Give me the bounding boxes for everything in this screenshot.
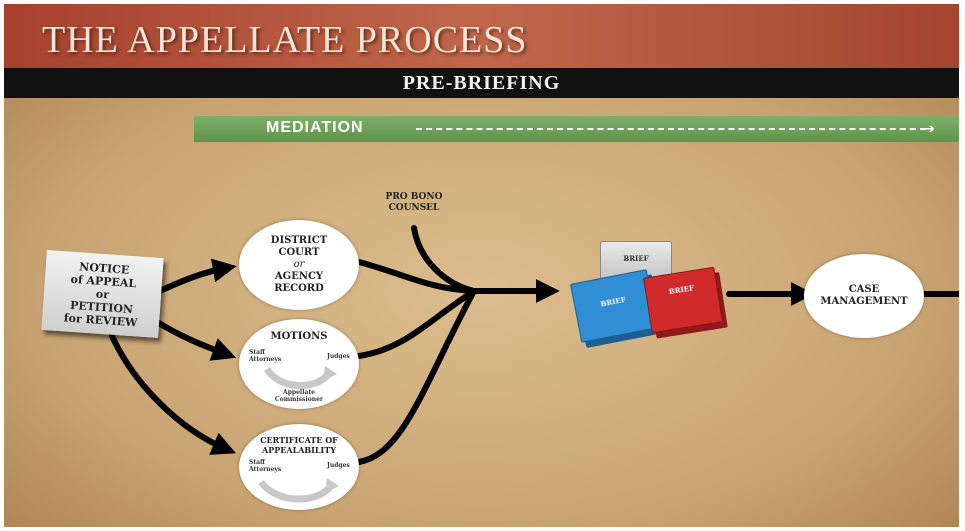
mediation-dashed-line	[416, 128, 926, 130]
certificate-staff-label: Staff Attorneys	[249, 459, 282, 473]
certificate-node: CERTIFICATE OF APPEALABILITY Staff Attor…	[239, 424, 359, 510]
district-line: or	[293, 259, 305, 270]
cycle-arrow-icon	[258, 478, 339, 503]
case-line: CASE	[848, 284, 880, 295]
stage-label: PRE-BRIEFING	[402, 72, 561, 94]
case-line: MANAGEMENT	[820, 296, 908, 307]
brief-label: BRIEF	[668, 283, 695, 297]
stage-band: PRE-BRIEFING	[4, 68, 959, 98]
page-title: THE APPELLATE PROCESS	[42, 19, 528, 61]
certificate-line: APPEALABILITY	[262, 445, 336, 455]
pro-bono-line: PRO BONO	[385, 192, 443, 202]
pro-bono-line: COUNSEL	[388, 203, 440, 213]
motions-node: MOTIONS Staff Attorneys Judges Appellate…	[239, 319, 359, 409]
pro-bono-counsel-label: PRO BONO COUNSEL	[374, 192, 454, 214]
curve-motions-to-merge	[356, 288, 477, 359]
curve-probono-to-merge	[411, 225, 477, 294]
diagram-canvas: THE APPELLATE PROCESS PRE-BRIEFING MEDIA…	[4, 4, 959, 527]
flow-arrows	[109, 225, 959, 465]
arrow-notice-to-certificate	[109, 333, 236, 455]
arrow-notice-to-motions	[151, 317, 237, 361]
district-line: RECORD	[274, 283, 324, 294]
brief-label: BRIEF	[623, 254, 649, 263]
motions-commissioner-label: Appellate Commissioner	[274, 389, 324, 403]
mediation-label: MEDIATION	[266, 119, 364, 136]
mediation-arrow-icon: ➔	[924, 122, 935, 137]
curve-certificate-to-merge	[356, 288, 477, 465]
certificate-judges-label: Judges	[327, 462, 350, 469]
motions-staff-label: Staff Attorneys	[249, 349, 282, 363]
cycle-arrow-icon	[264, 366, 337, 389]
district-line: AGENCY	[274, 271, 324, 282]
brief-label: BRIEF	[599, 294, 627, 309]
case-management-node: CASE MANAGEMENT	[804, 254, 924, 338]
district-court-node: DISTRICT COURT or AGENCY RECORD	[239, 220, 359, 310]
mediation-bar: MEDIATION ➔	[194, 116, 959, 142]
motions-title: MOTIONS	[270, 331, 328, 342]
arrow-notice-to-district	[159, 258, 237, 293]
notice-of-appeal-card: NOTICE of APPEAL or PETITION for REVIEW	[41, 250, 164, 338]
motions-judges-label: Judges	[327, 353, 350, 360]
brief-book-red: BRIEF	[643, 266, 723, 334]
district-line: DISTRICT	[270, 235, 328, 246]
district-line: COURT	[278, 247, 320, 258]
curve-district-to-merge	[356, 259, 477, 294]
certificate-line: CERTIFICATE OF	[260, 435, 338, 445]
